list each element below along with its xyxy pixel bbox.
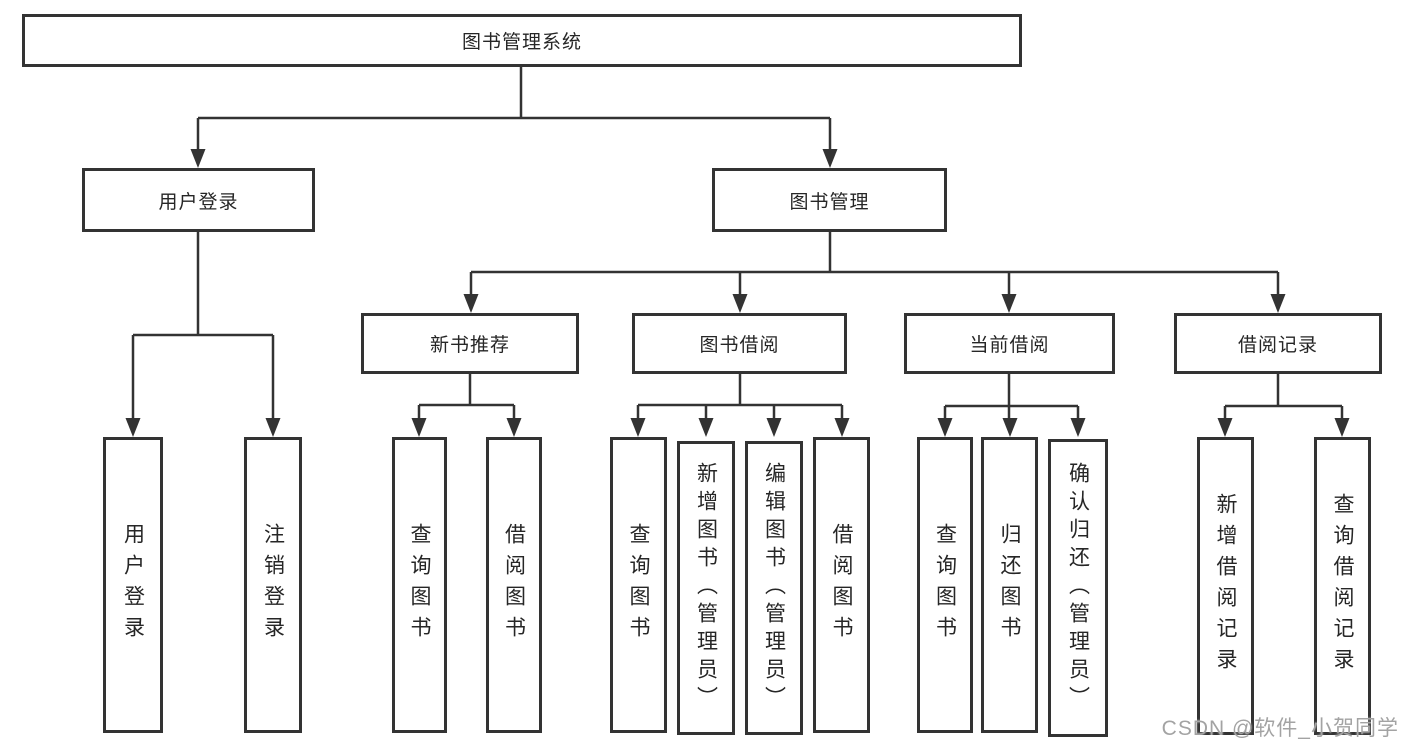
node-label: 图书借阅 bbox=[699, 335, 780, 356]
arrow-icon bbox=[411, 418, 427, 437]
arrow-icon bbox=[265, 418, 281, 437]
connector-borrow-records-to-leaves bbox=[1223, 374, 1344, 421]
arrow-icon bbox=[937, 418, 953, 437]
arrow-icon bbox=[1334, 418, 1350, 437]
arrow-icon bbox=[506, 418, 522, 437]
node-book-management: 图书管理 bbox=[712, 168, 947, 232]
node-label: 归还图书 bbox=[998, 523, 1021, 647]
node-label: 新书推荐 bbox=[429, 335, 510, 356]
connector-root-to-level2 bbox=[196, 67, 832, 152]
node-label: 查询图书 bbox=[408, 523, 431, 647]
arrow-icon bbox=[1270, 294, 1286, 313]
connector-lines bbox=[131, 67, 1344, 421]
node-label: 新增图书（管理员） bbox=[694, 462, 718, 714]
node-label: 用户登录 bbox=[158, 191, 239, 213]
arrow-icon bbox=[1002, 418, 1018, 437]
connector-book-borrow-to-leaves bbox=[636, 374, 844, 421]
leaf-confirm-return-admin: 确认归还（管理员） bbox=[1048, 439, 1108, 737]
arrow-icon bbox=[1001, 294, 1017, 313]
node-label: 新增借阅记录 bbox=[1214, 493, 1237, 679]
arrow-icon bbox=[1070, 418, 1086, 437]
node-label: 查询借阅记录 bbox=[1331, 493, 1354, 679]
node-label: 编辑图书（管理员） bbox=[762, 462, 786, 714]
arrow-icon bbox=[834, 418, 850, 437]
node-current-borrowing: 当前借阅 bbox=[904, 313, 1115, 374]
arrow-icon bbox=[190, 149, 206, 168]
leaf-add-books-admin: 新增图书（管理员） bbox=[677, 441, 735, 735]
leaf-return-books: 归还图书 bbox=[981, 437, 1038, 733]
arrowheads bbox=[125, 149, 1350, 437]
arrow-icon bbox=[1217, 418, 1233, 437]
arrow-icon bbox=[630, 418, 646, 437]
node-new-book-recommend: 新书推荐 bbox=[361, 313, 579, 374]
connector-new-book-to-leaves bbox=[417, 374, 516, 421]
node-label: 借阅记录 bbox=[1237, 335, 1318, 356]
arrow-icon bbox=[766, 418, 782, 437]
node-label: 当前借阅 bbox=[969, 335, 1050, 356]
leaf-logout: 注销登录 bbox=[244, 437, 302, 733]
leaf-search-books-borrowing: 查询图书 bbox=[610, 437, 667, 733]
leaf-borrow-books-recommend: 借阅图书 bbox=[486, 437, 542, 733]
node-root: 图书管理系统 bbox=[22, 14, 1022, 67]
arrow-icon bbox=[732, 294, 748, 313]
node-label: 用户登录 bbox=[121, 523, 145, 647]
leaf-user-login: 用户登录 bbox=[103, 437, 163, 733]
node-label: 注销登录 bbox=[261, 523, 285, 647]
connector-book-mgmt-to-level3 bbox=[469, 232, 1280, 297]
arrow-icon bbox=[463, 294, 479, 313]
node-label: 借阅图书 bbox=[502, 523, 526, 647]
csdn-watermark: CSDN @软件_小贺同学 bbox=[1161, 717, 1399, 740]
node-label: 图书管理系统 bbox=[461, 32, 582, 53]
node-label: 确认归还（管理员） bbox=[1066, 462, 1090, 714]
connector-user-login-to-leaves bbox=[131, 232, 275, 421]
arrow-icon bbox=[125, 418, 141, 437]
leaf-borrow-books-borrowing: 借阅图书 bbox=[813, 437, 870, 733]
arrow-icon bbox=[698, 418, 714, 437]
leaf-search-books-current: 查询图书 bbox=[917, 437, 973, 733]
node-book-borrowing: 图书借阅 bbox=[632, 313, 847, 374]
node-label: 图书管理 bbox=[789, 191, 870, 213]
node-label: 查询图书 bbox=[933, 523, 957, 647]
node-borrowing-records: 借阅记录 bbox=[1174, 313, 1382, 374]
node-user-login: 用户登录 bbox=[82, 168, 315, 232]
leaf-search-borrow-record: 查询借阅记录 bbox=[1314, 437, 1371, 735]
leaf-edit-books-admin: 编辑图书（管理员） bbox=[745, 441, 803, 735]
arrow-icon bbox=[822, 149, 838, 168]
leaf-search-books-recommend: 查询图书 bbox=[392, 437, 447, 733]
node-label: 借阅图书 bbox=[830, 523, 853, 647]
connector-current-borrow-to-leaves bbox=[943, 374, 1080, 421]
node-label: 查询图书 bbox=[627, 523, 650, 647]
leaf-add-borrow-record: 新增借阅记录 bbox=[1197, 437, 1254, 735]
